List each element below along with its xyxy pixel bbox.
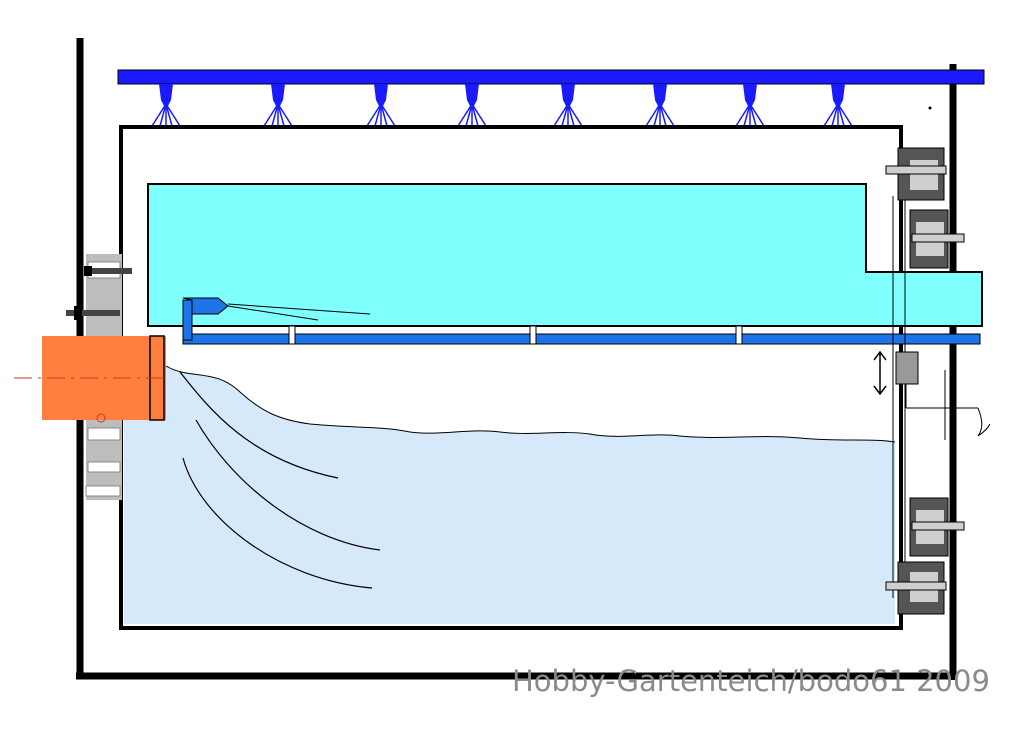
- spray-nozzle: [366, 84, 396, 127]
- spray-bar: [117, 69, 985, 85]
- clamp-right-4: [885, 561, 947, 615]
- inlet-pipe-marker: [96, 413, 106, 423]
- spray-nozzle: [735, 84, 765, 127]
- spray-lines: [227, 303, 371, 321]
- clamp-left-top: [66, 254, 132, 336]
- spray-nozzles: [151, 84, 853, 127]
- clamp-right-1: [885, 147, 947, 201]
- distribution-pipe: [182, 333, 981, 345]
- spray-nozzle: [553, 84, 583, 127]
- pipe-joints: [288, 325, 743, 345]
- water-surface: [165, 365, 896, 443]
- clamp-right-3: [909, 497, 965, 557]
- divider-plate: [892, 196, 906, 598]
- clamp-right-2: [909, 209, 965, 269]
- distribution-pipe-elbow: [182, 297, 229, 315]
- flow-lines: [179, 371, 381, 589]
- spray-nozzle: [263, 84, 293, 127]
- lever-mechanism: [895, 351, 991, 440]
- distribution-pipe-riser: [182, 299, 193, 341]
- clamp-left-bottom: [85, 418, 122, 500]
- up-down-arrow-icon: [873, 350, 887, 396]
- spray-nozzle: [151, 84, 181, 127]
- spray-nozzle: [645, 84, 675, 127]
- detail-dot: [928, 106, 932, 110]
- upper-chamber: [147, 183, 983, 327]
- water-body: [124, 366, 895, 624]
- watermark-credit: Hobby-Gartenteich/bodo61 2009: [512, 664, 990, 698]
- spray-nozzle: [823, 84, 853, 127]
- spray-nozzle: [457, 84, 487, 127]
